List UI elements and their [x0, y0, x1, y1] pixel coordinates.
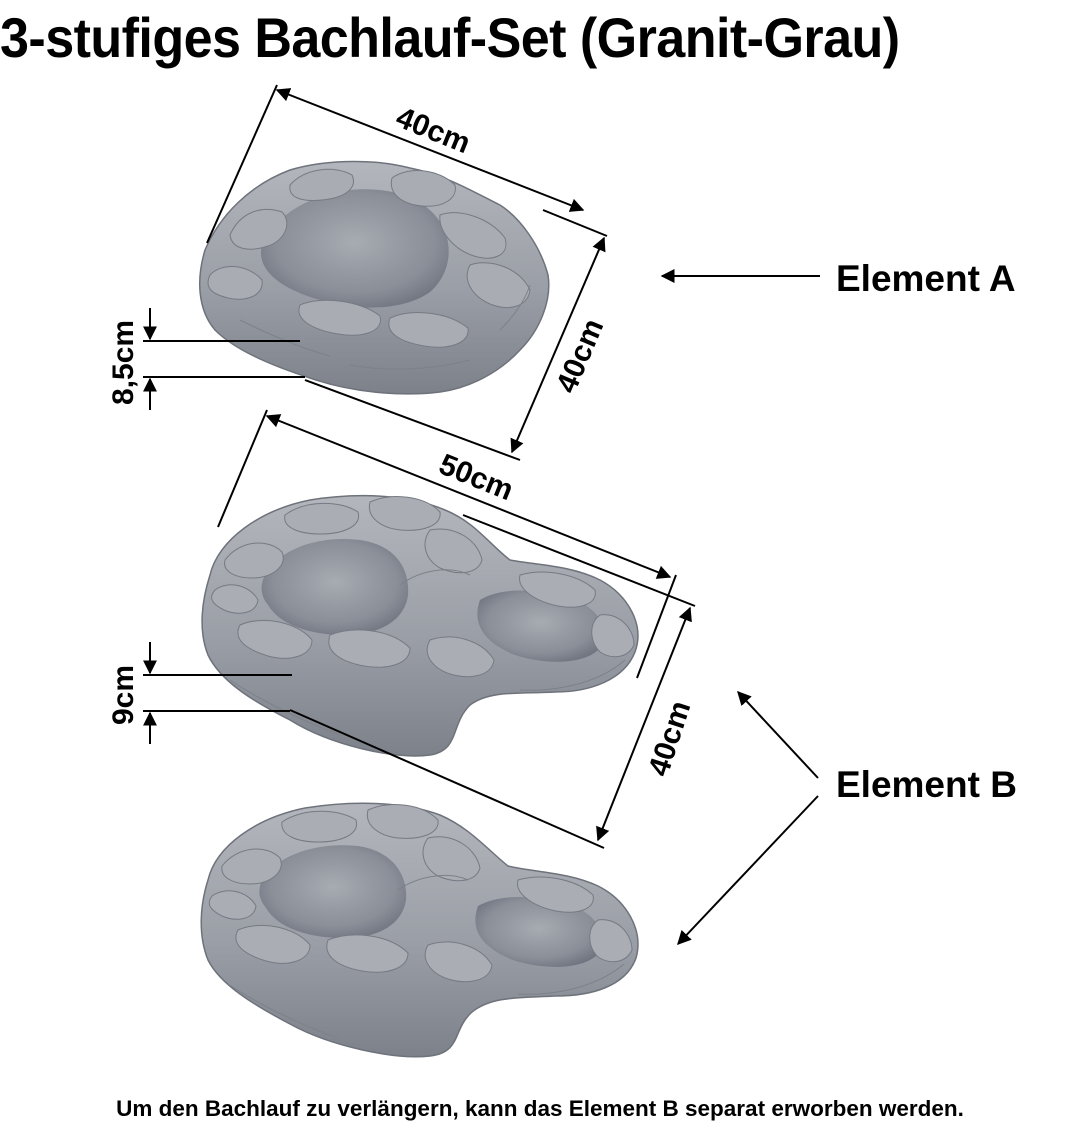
- element-a-depth-label: 40cm: [550, 314, 610, 398]
- element-b-upper-basin-right: [477, 590, 604, 662]
- element-a-label: Element A: [836, 258, 1016, 299]
- element-a-basin: [260, 189, 449, 308]
- page-title: 3-stufiges Bachlauf-Set (Granit-Grau): [0, 6, 900, 69]
- element-b-width-label: 50cm: [434, 448, 518, 507]
- element-a-height-label: 8,5cm: [107, 320, 140, 405]
- element-b-height-label: 9cm: [107, 665, 140, 725]
- element-b-lower-basin-right: [475, 896, 602, 967]
- element-b-stone-lower: [200, 802, 639, 1058]
- element-b-lower-basin-left: [259, 845, 407, 938]
- footer-note: Um den Bachlauf zu verlängern, kann das …: [116, 1096, 964, 1121]
- element-a-stone: [198, 160, 550, 395]
- element-a-callout: Element A: [660, 258, 1016, 299]
- element-b-stone-upper: [201, 494, 639, 757]
- element-b-callout: Element B: [677, 690, 1017, 946]
- element-b-label: Element B: [836, 764, 1017, 805]
